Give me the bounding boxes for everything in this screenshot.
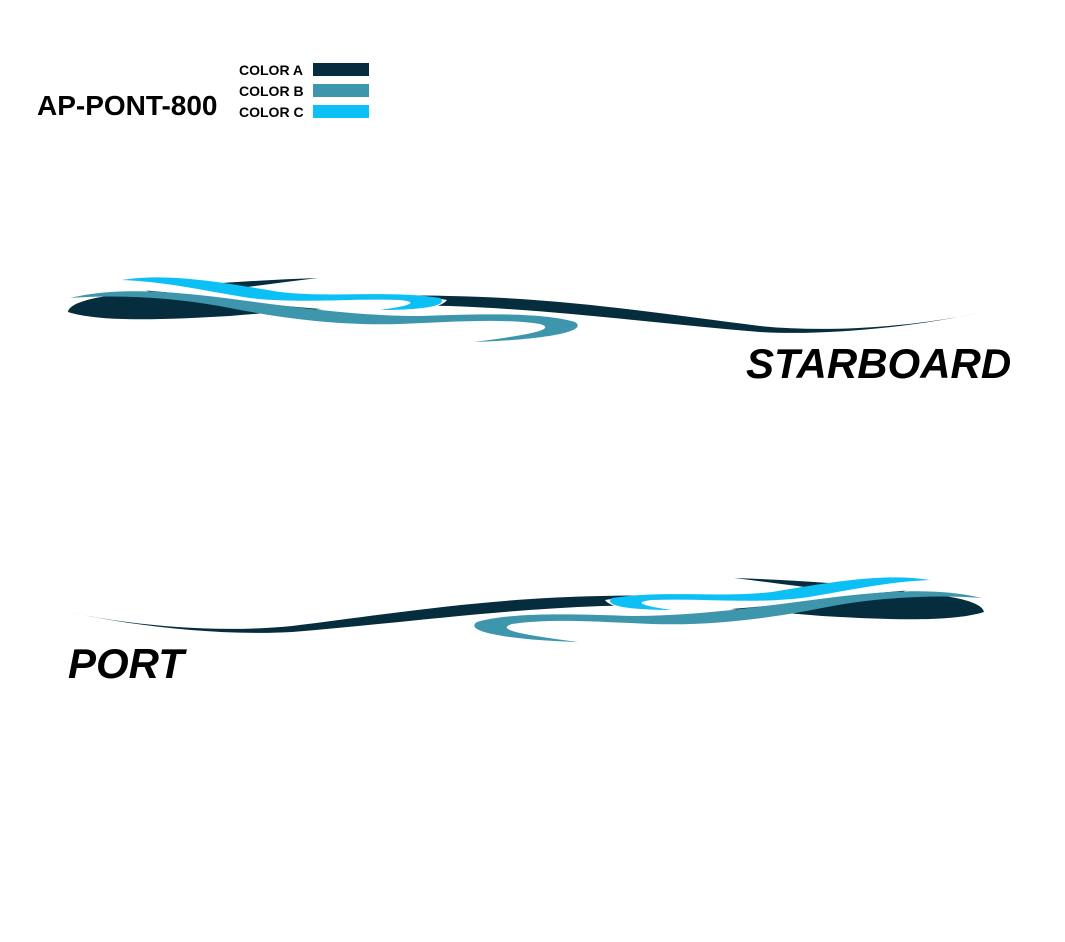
port-decal-graphic [69,577,984,642]
starboard-decal-graphic [68,277,983,342]
starboard-color-b-ribbon [70,291,578,342]
port-color-a-swoosh [69,578,984,633]
port-color-b-ribbon [474,591,982,642]
legend-label: COLOR B [239,83,304,99]
color-c-swatch [313,105,369,118]
port-label: PORT [68,640,184,687]
model-code-title: AP-PONT-800 [37,90,218,121]
color-b-swatch [313,84,369,97]
legend-row-color-a: COLOR A [239,60,379,81]
starboard-color-a-swoosh [68,278,983,333]
legend-row-color-c: COLOR C [239,102,379,123]
legend-row-color-b: COLOR B [239,81,379,102]
port-color-c-wave [610,577,930,610]
color-legend: COLOR A COLOR B COLOR C [239,60,379,123]
legend-label: COLOR A [239,62,304,78]
starboard-label: STARBOARD [746,340,1012,387]
color-a-swatch [313,63,369,76]
legend-label: COLOR C [239,104,304,120]
starboard-color-c-wave [122,277,442,310]
